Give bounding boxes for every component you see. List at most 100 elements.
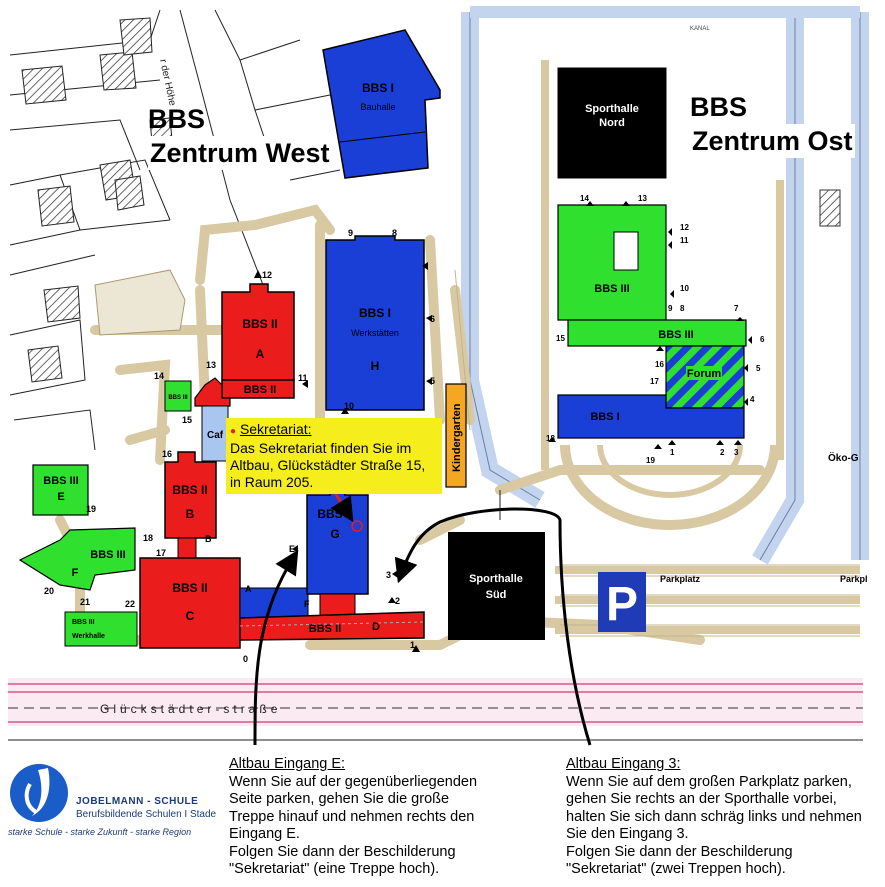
building-bbs2-b[interactable]: BBS II B [164,451,217,559]
title-east-line2: Zentrum Ost [690,124,855,158]
entrance-f: F [304,599,310,609]
f-name: BBS III [90,549,125,561]
entrance-21: 21 [80,597,90,607]
entrance-labels-west: 12 13 14 15 16 17 18 19 20 21 22 11 10 9… [44,228,435,664]
instructions-e-line2: Seite parken, gehen Sie die große [229,791,450,807]
building-cafe[interactable]: Caf [201,405,229,462]
building-bbs1-east[interactable]: BBS I [557,394,745,439]
e-name: BBS III [43,475,78,487]
instructions-e-line3: Treppe hinauf und nehmen rechts den [229,808,475,825]
building-forum[interactable]: Forum [665,345,745,409]
building-kindergarten[interactable]: Kindergarten [445,383,467,488]
instructions-e-line1: Wenn Sie auf der gegenüberliegenden [229,773,478,790]
bauhalle-name: BBS I [362,81,394,95]
forum-label: Forum [687,368,721,380]
building-werkstaetten-h[interactable]: BBS I Werkstätten H [325,235,425,411]
entrance-b: B [205,534,212,544]
entrance-22: 22 [125,599,135,609]
e-letter: E [57,491,64,503]
title-west-line1: BBS [148,104,206,134]
instructions-3-heading: Altbau Eingang 3: [566,756,681,772]
street-name-label: Glückstädter-straße [100,702,281,716]
footpaths-west [55,204,765,650]
school-logo-icon [10,764,68,822]
oeko-label: Öko-G [828,451,859,464]
building-werkhalle[interactable]: BBS III Werkhalle [64,611,138,647]
logo-line2: Berufsbildende Schulen I Stade [76,809,217,820]
building-bbs2-c[interactable]: BBS II C [139,557,241,649]
walking-routes [253,507,592,746]
sekretariat-note: ● Sekretariat: Das Sekretariat finden Si… [226,418,442,494]
building-bauhalle[interactable]: BBS I Bauhalle [322,29,441,179]
ost-entrance-1: 1 [670,448,675,457]
instructions-e-line4: Eingang E. [229,826,300,842]
instructions-e-line5: Folgen Sie dann der Beschilderung [229,843,456,860]
ost-entrance-17: 17 [650,377,659,386]
building-bbs3-east-wing[interactable]: BBS III [567,319,747,347]
entrance-2: 2 [395,596,400,606]
parking-stalls [454,269,860,637]
ost-entrance-13: 13 [638,194,647,203]
open-square [94,269,186,336]
building-bbs3-f[interactable]: BBS III F [18,527,136,591]
ost-entrance-19: 19 [646,456,655,465]
entrance-15: 15 [182,415,192,425]
sekretariat-title: Sekretariat: [239,421,312,437]
ost-entrance-15: 15 [556,334,565,343]
g-name: BBS [317,507,342,521]
building-bbs2-a[interactable]: BBS II A [221,283,295,381]
entrance-a: A [245,584,252,594]
entrance-16: 16 [162,449,172,459]
plot-lines [9,9,341,451]
sporthalle-nord-1: Sporthalle [585,103,639,115]
sekretariat-marker [351,520,363,532]
b-name: BBS II [172,483,207,497]
building-bbs3-small[interactable]: BBS III [164,380,192,412]
c-letter: C [186,609,195,623]
upper-street-label: r der Höhe [157,58,178,107]
entrance-5: 5 [430,376,435,386]
residential-houses [21,17,173,383]
kindergarten-label: Kindergarten [451,403,463,472]
a2-name: BBS II [244,384,276,396]
ost-entrance-7: 7 [734,304,739,313]
ost-entrance-10: 10 [680,284,689,293]
instructions-entrance-3: Altbau Eingang 3: Wenn Sie auf dem große… [566,756,862,879]
sporthalle-sued-2: Süd [486,589,507,601]
parking-label: Parkplatz [660,574,701,584]
d-name: BBS II [309,623,341,635]
building-bbs3-east[interactable]: BBS III [557,204,667,321]
instructions-3-line5: Folgen Sie dann der Beschilderung [566,843,793,860]
title-east-line1: BBS [690,92,748,122]
parking-sign: P [598,572,646,632]
bbs3-east-2: BBS III [658,329,693,341]
instructions-3-line2: gehen Sie rechts an der Sporthalle vorbe… [566,791,837,807]
sporthalle-nord-2: Nord [599,117,625,129]
entrance-0: 0 [243,654,248,664]
main-street [8,678,863,741]
ost-entrance-11: 11 [680,236,689,245]
parking-label-right: Parkpl [840,574,868,584]
small-name: BBS III [168,395,188,401]
bbs3-east-1: BBS III [594,283,629,295]
cafe-label: Caf [207,430,224,441]
entrance-14: 14 [154,371,164,381]
building-bbs-g[interactable]: BBS G [306,489,369,595]
canal-label: KANAL [690,26,710,32]
d-letter: D [372,621,380,633]
instructions-3-line4: Sie den Eingang 3. [566,826,689,842]
ost-entrance-16: 16 [655,360,664,369]
entrance-6: 6 [430,314,435,324]
logo-slogan: starke Schule - starke Zukunft - starke … [8,827,192,837]
entrance-8: 8 [392,228,397,238]
building-bbs3-e[interactable]: BBS III E [32,464,89,516]
building-bbs2-a2[interactable]: BBS II [194,377,295,407]
parking-sign-letter: P [606,578,638,631]
building-sporthalle-nord[interactable]: Sporthalle Nord [557,67,667,179]
building-sporthalle-sued[interactable]: Sporthalle Süd [448,532,545,640]
werkstaetten-name: BBS I [359,306,391,320]
instructions-e-heading: Altbau Eingang E: [229,756,346,772]
c-name: BBS II [172,581,207,595]
forecourt-ring-inner [597,444,743,498]
building-bbs2-d[interactable]: BBS II D [239,593,425,641]
